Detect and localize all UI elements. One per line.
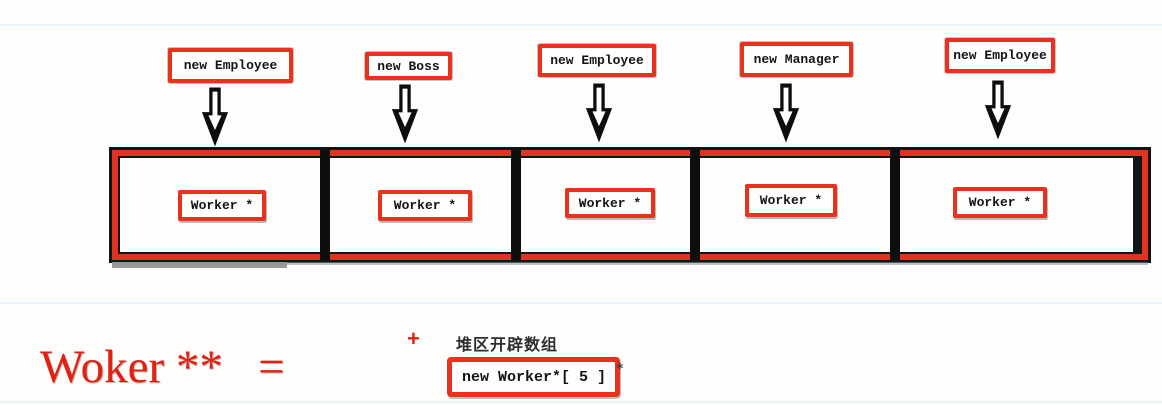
down-arrow-icon [387,79,423,154]
array-cell-divider [690,150,700,260]
allocation-box-new-employee-3: new Employee [945,38,1055,73]
down-arrow-icon [581,78,617,153]
expression-lhs-text: Woker ** = [40,341,285,393]
background-streak [0,401,1162,403]
worker-pointer-cell-2: Worker * [378,190,472,221]
plus-sign: + [407,326,420,351]
heap-alloc-box: new Worker*[ 5 ] [447,357,620,397]
down-arrow-icon [980,74,1016,151]
allocation-label: new Employee [550,53,644,68]
array-shadow [112,262,1148,265]
worker-pointer-cell-4: Worker * [745,184,837,217]
array-cell-divider [890,150,900,260]
worker-pointer-cell-1: Worker * [178,190,266,221]
array-cell-divider [511,150,521,260]
allocation-box-new-manager: new Manager [740,42,853,77]
array-cell-divider [320,150,330,260]
worker-pointer-label: Worker * [190,198,254,213]
worker-pointer-label: Worker * [578,195,642,211]
worker-pointer-label: Worker * [759,193,823,208]
heap-alloc-label: new Worker*[ 5 ] [462,368,607,386]
allocation-label: new Boss [377,58,440,74]
allocation-box-new-boss: new Boss [365,52,452,80]
worker-pointer-cell-3: Worker * [565,188,655,218]
footnote-asterisk: * [616,362,624,377]
allocation-label: new Manager [753,52,840,67]
allocation-label: new Employee [953,48,1047,63]
down-arrow-icon [197,84,233,155]
down-arrow-icon [768,78,804,153]
allocation-box-new-employee-2: new Employee [538,44,656,77]
allocation-label: new Employee [183,58,278,73]
worker-pointer-label: Worker * [393,198,457,213]
allocation-box-new-employee-1: new Employee [168,48,293,83]
background-streak [0,24,1162,26]
heap-annotation-text: 堆区开辟数组 [456,337,559,354]
worker-pointer-cell-5: Worker * [953,187,1047,218]
worker-pointer-label: Worker * [968,195,1032,210]
array-shadow [112,262,287,268]
background-streak [0,302,1162,304]
